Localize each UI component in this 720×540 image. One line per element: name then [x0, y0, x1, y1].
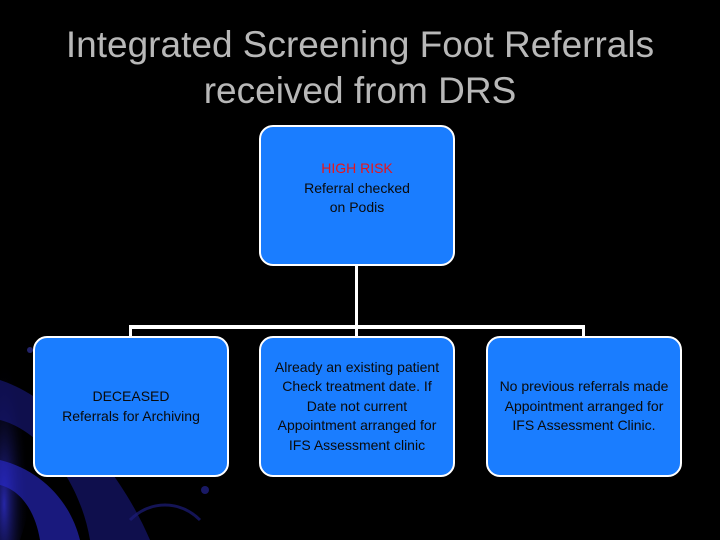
connector-left-drop [129, 325, 132, 336]
node-deceased-line-2: Referrals for Archiving [62, 407, 200, 424]
node-existing-line-5: IFS Assessment clinic [288, 436, 426, 453]
node-existing-line-4: Appointment arranged for [277, 417, 437, 434]
node-existing-patient: Already an existing patient Check treatm… [259, 336, 455, 477]
node-existing-line-2: Check treatment date. If [282, 378, 432, 395]
node-no-previous-referrals: No previous referrals made Appointment a… [486, 336, 682, 477]
title-line-2: received from DRS [203, 70, 517, 111]
slide-title: Integrated Screening Foot Referrals rece… [0, 22, 720, 114]
connector-right-drop [582, 325, 585, 336]
title-line-1: Integrated Screening Foot Referrals [65, 24, 655, 65]
connector-root-trunk [355, 265, 358, 328]
node-high-risk-line-2: on Podis [329, 199, 385, 215]
node-new-line-2: Appointment arranged for [504, 397, 664, 414]
node-high-risk: HIGH RISK Referral checked on Podis [259, 125, 455, 266]
node-high-risk-label: HIGH RISK [321, 160, 393, 176]
node-existing-line-3: Date not current [306, 397, 408, 414]
node-deceased-line-1: DECEASED [92, 388, 170, 404]
connector-center-drop [355, 325, 358, 336]
node-new-line-1: No previous referrals made [499, 378, 669, 395]
node-high-risk-line-1: Referral checked [304, 179, 410, 196]
node-deceased: DECEASED Referrals for Archiving [33, 336, 229, 477]
node-new-line-3: IFS Assessment Clinic. [512, 417, 656, 434]
node-existing-line-1: Already an existing patient [274, 358, 440, 375]
